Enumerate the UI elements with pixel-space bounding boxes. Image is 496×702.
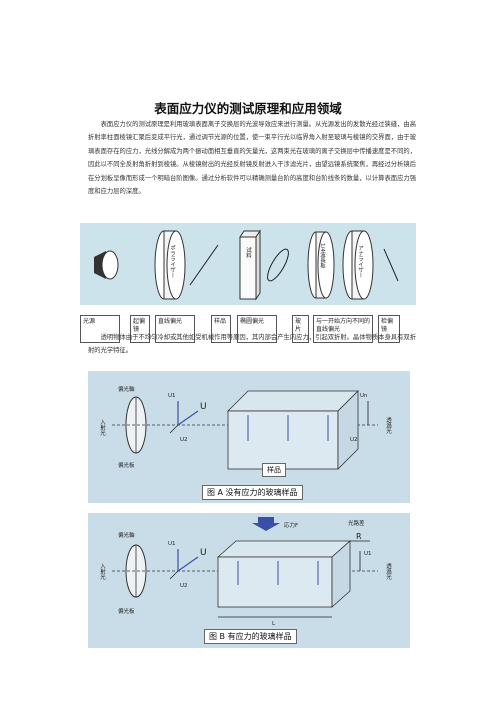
- figA-sample-label: 样品: [262, 463, 286, 477]
- figB-caption: 图 B 有应力的玻璃样品: [204, 629, 297, 644]
- figB-axis-label: 偏光軸: [118, 531, 135, 539]
- figure-b: 入射光 偏光軸 偏光板 応力F 光路差 R U1 U U2 L U1: [88, 513, 410, 648]
- polarizer-label: ポラライザー: [169, 245, 176, 278]
- figB-incident-label: 入射光: [99, 563, 106, 581]
- figB-path-diff: 光路差: [348, 519, 365, 527]
- figB-u1r: U1: [364, 551, 372, 557]
- label-linear-light: 直线偏光: [155, 315, 195, 343]
- figA-glass-box: [227, 390, 359, 470]
- figB-force-arrow-icon: [252, 517, 280, 531]
- figure-b-svg: 入射光 偏光軸 偏光板 応力F 光路差 R U1 U U2 L U1: [99, 517, 392, 627]
- figA-u2r: U2: [350, 437, 358, 443]
- figB-u1: U1: [168, 541, 176, 547]
- figA-un: Un: [360, 393, 368, 399]
- analyzer-disk: アナライザー: [342, 230, 374, 300]
- quarter-wave-label: 1/4波長板: [319, 243, 326, 270]
- figB-l: L: [272, 621, 276, 627]
- figA-u: U: [200, 402, 207, 412]
- figA-incident-label: 入射光: [99, 419, 106, 437]
- figA-transmitted-label: 透過光: [385, 416, 392, 435]
- figA-polarizer-label: 偏光板: [118, 461, 135, 469]
- output-light-line: [383, 248, 399, 282]
- figB-r: R: [356, 532, 362, 541]
- label-polarizer: 起偏镜: [130, 315, 150, 343]
- figB-u2: U2: [180, 583, 188, 589]
- figB-transmitted-label: 透過光: [385, 562, 392, 581]
- figB-u: U: [200, 548, 207, 558]
- figB-glass-box: [216, 540, 352, 608]
- quarter-wave-plate: 1/4波長板: [307, 231, 335, 299]
- sample-label: 试料: [245, 246, 252, 260]
- figA-u1: U1: [168, 393, 176, 399]
- paragraph-principle: 表面应力仪的测试原理是利用玻璃表面离子交换层的光波导效应来进行测量。从光源发出的…: [88, 121, 416, 196]
- page-title: 表面应力仪的测试原理和应用领域: [154, 101, 342, 116]
- optics-svg: ポラライザー 试料 1/4波長板 アナライザー: [94, 229, 399, 301]
- figure-a: 入射光 偏光軸 偏光板 U1 U U2 Un U2 透過光 样品 图 A 没有应…: [88, 371, 410, 503]
- label-rotated-light: 与一开始方向不同的直线偏光: [313, 315, 373, 343]
- paragraph-birefringence: 透明物体由于不均匀冷却或其他如受机械作用等原因，其内部会产生内应力，引起双折射。…: [88, 334, 416, 355]
- figB-force-label: 応力F: [284, 521, 298, 529]
- label-sample: 样品: [211, 315, 231, 343]
- label-analyzer: 检偏镜: [378, 315, 400, 343]
- linear-light-line: [189, 244, 219, 286]
- figure-a-svg: 入射光 偏光軸 偏光板 U1 U U2 Un U2 透過光: [99, 385, 392, 470]
- label-wave-plate: 玻片: [292, 315, 309, 343]
- label-elliptical-light: 椭圆偏光: [237, 315, 277, 343]
- figA-caption: 图 A 没有应力的玻璃样品: [202, 485, 303, 500]
- elliptical-light-icon: [267, 248, 289, 282]
- figA-u2: U2: [180, 437, 188, 443]
- optics-diagram: ポラライザー 试料 1/4波長板 アナライザー: [80, 223, 416, 305]
- sample-slab: 试料: [239, 229, 261, 301]
- figA-axis-label: 偏光軸: [118, 385, 135, 393]
- polarizer-disk: ポラライザー: [154, 230, 186, 300]
- figB-polarizer-label: 偏光板: [118, 607, 135, 615]
- analyzer-label: アナライザー: [357, 245, 364, 278]
- label-light-source: 光源: [80, 315, 120, 343]
- lamp-icon: [94, 250, 119, 280]
